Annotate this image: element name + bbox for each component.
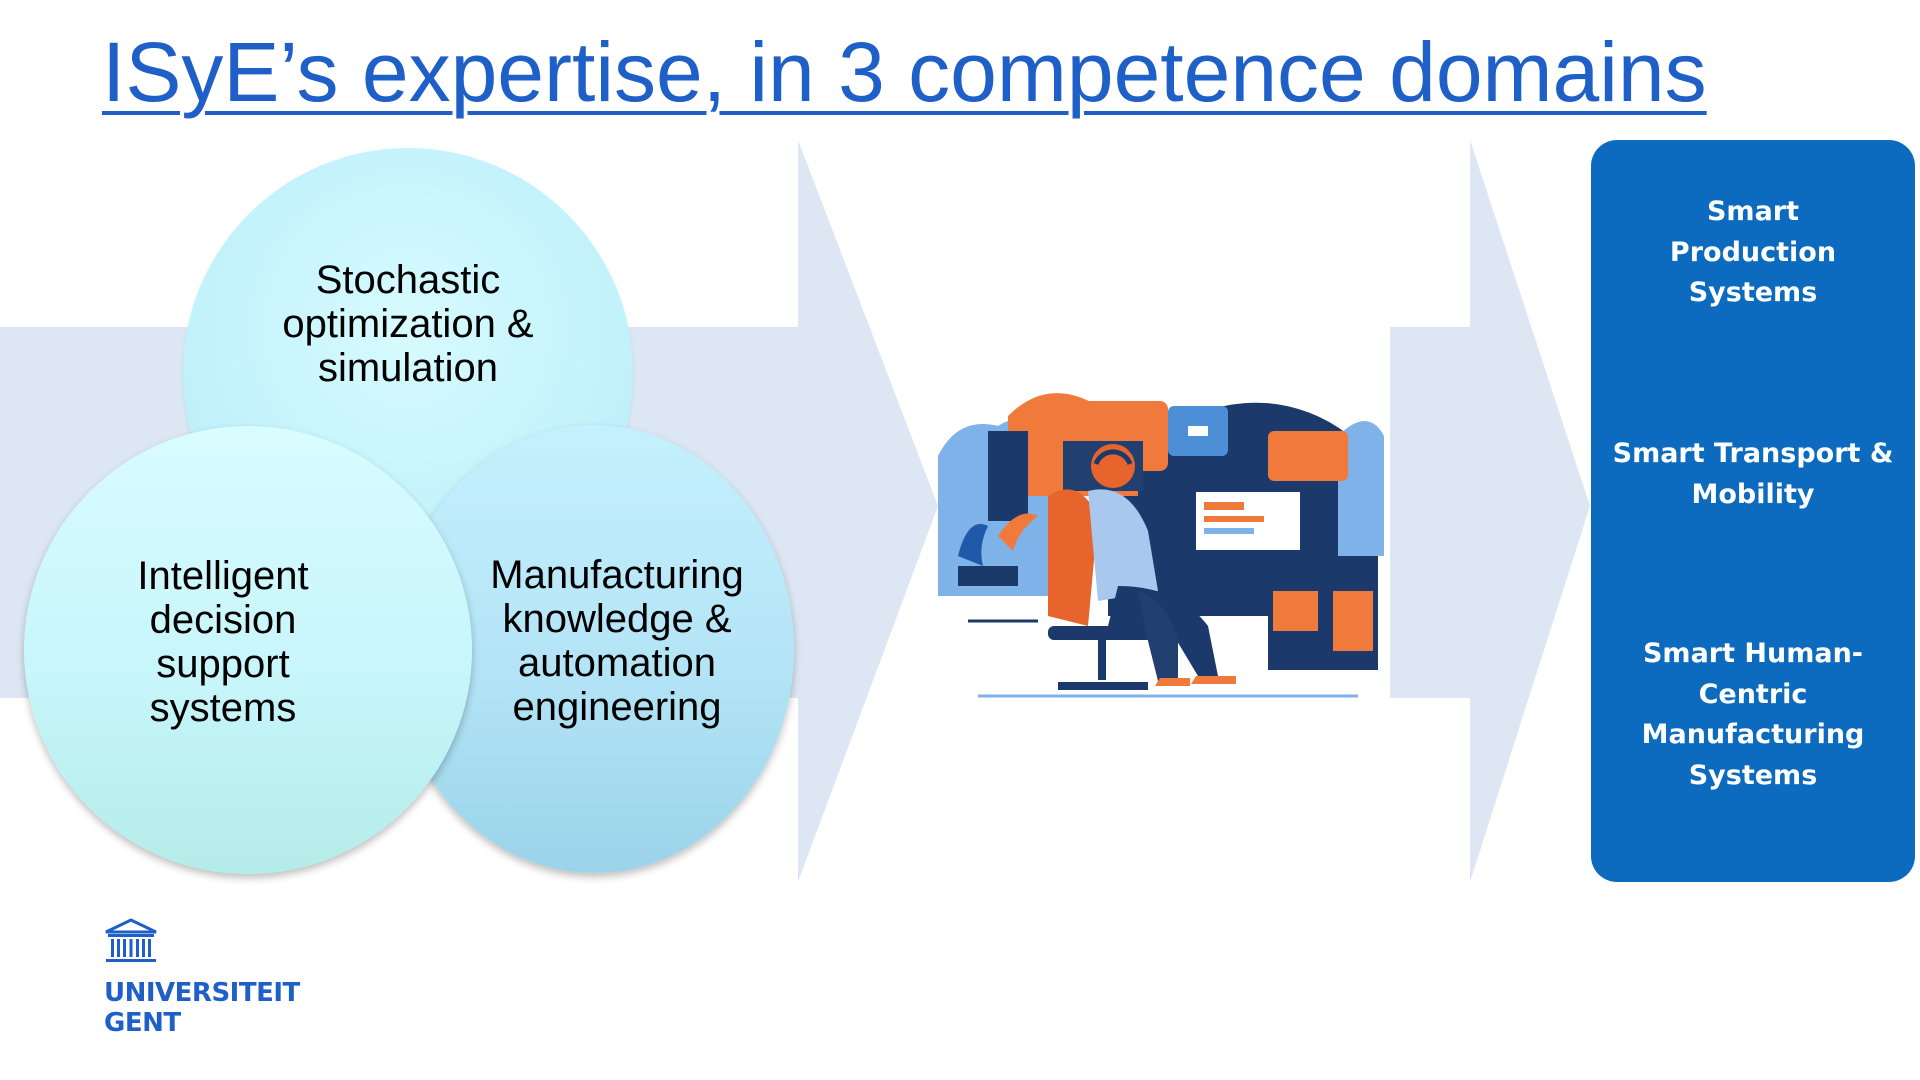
domain-smart-human-centric-manufacturing: Smart Human-Centric Manufacturing System… [1591, 634, 1915, 796]
circle-intelligent-decision-support: Intelligent decision support systems [24, 426, 472, 874]
universiteit-gent-logo: UNIVERSITEIT GENT [104, 918, 300, 1039]
circle-right-label: Manufacturing knowledge & automation eng… [490, 553, 744, 729]
arrow-middle [1390, 140, 1590, 882]
domain-label-2: Smart Transport & Mobility [1612, 438, 1894, 510]
circle-top-label: Stochastic optimization & simulation [282, 258, 534, 390]
university-building-icon [105, 918, 157, 962]
domain-label-1: Smart Production Systems [1669, 196, 1837, 308]
slide-title: ISyE’s expertise, in 3 competence domain… [102, 25, 1707, 119]
circle-manufacturing-knowledge: Manufacturing knowledge & automation eng… [394, 425, 794, 873]
competence-domains-box: Smart Production Systems Smart Transport… [1591, 140, 1915, 882]
domain-smart-transport-mobility: Smart Transport & Mobility [1591, 434, 1915, 515]
illustration-person-at-desk [938, 296, 1384, 736]
domain-smart-production-systems: Smart Production Systems [1591, 192, 1915, 314]
domain-label-3: Smart Human-Centric Manufacturing System… [1641, 638, 1865, 791]
logo-text: UNIVERSITEIT GENT [104, 978, 300, 1038]
circle-left-label: Intelligent decision support systems [137, 554, 309, 730]
